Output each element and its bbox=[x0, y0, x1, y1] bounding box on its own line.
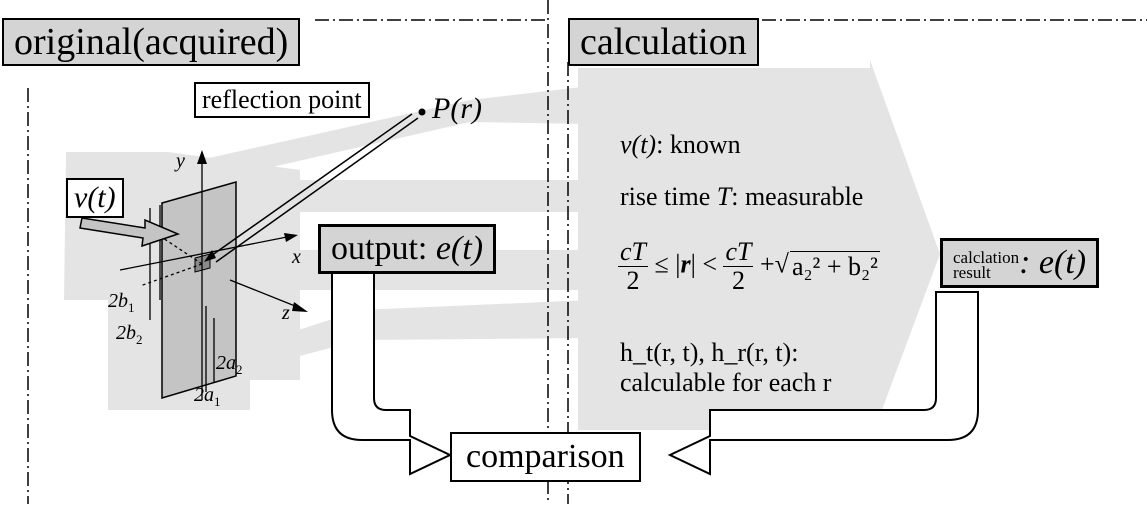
left-comparison-arrow bbox=[331, 267, 453, 476]
dim-2b1: 2b1 bbox=[108, 290, 135, 315]
calc-impulse-line2: calculable for each r bbox=[620, 368, 832, 397]
output-signal: e(t) bbox=[435, 230, 484, 267]
calc-impulse-line1: h_t(r, t), h_r(r, t): bbox=[620, 338, 799, 367]
z-axis bbox=[229, 279, 301, 309]
comparison-box: comparison bbox=[450, 432, 641, 482]
band-reflection bbox=[200, 86, 620, 172]
output-prefix: output: bbox=[331, 230, 436, 267]
band-bottom bbox=[200, 300, 620, 372]
section-title-calculation: calculation bbox=[568, 18, 759, 66]
dim-2a1: 2a1 bbox=[194, 384, 221, 409]
output-box: output: e(t) bbox=[318, 224, 497, 274]
reflection-point-dot bbox=[418, 108, 426, 116]
reflection-point-callout: reflection point bbox=[194, 82, 370, 118]
calc-known: v(t): known bbox=[620, 130, 741, 159]
dim-2b2: 2b2 bbox=[116, 322, 143, 347]
calc-rise-time: rise time T: measurable bbox=[620, 182, 864, 211]
ray-out bbox=[207, 113, 413, 259]
calculation-arrow bbox=[578, 60, 940, 442]
comparison-arrows bbox=[331, 267, 979, 476]
right-comparison-arrow bbox=[667, 291, 979, 476]
input-arrow bbox=[79, 217, 181, 248]
point-label: P(r) bbox=[432, 92, 482, 125]
y-axis-label: y bbox=[176, 150, 185, 172]
z-axis-label: z bbox=[282, 302, 290, 324]
x-axis-label: x bbox=[292, 246, 301, 268]
band-rise bbox=[120, 180, 620, 212]
ray-back bbox=[215, 117, 419, 263]
source-signal-callout: v(t) bbox=[66, 178, 124, 218]
x-axis bbox=[119, 235, 293, 271]
section-title-original: original(acquired) bbox=[2, 18, 301, 66]
result-signal: : e(t) bbox=[1019, 244, 1087, 281]
dim-2a2: 2a2 bbox=[216, 352, 243, 377]
